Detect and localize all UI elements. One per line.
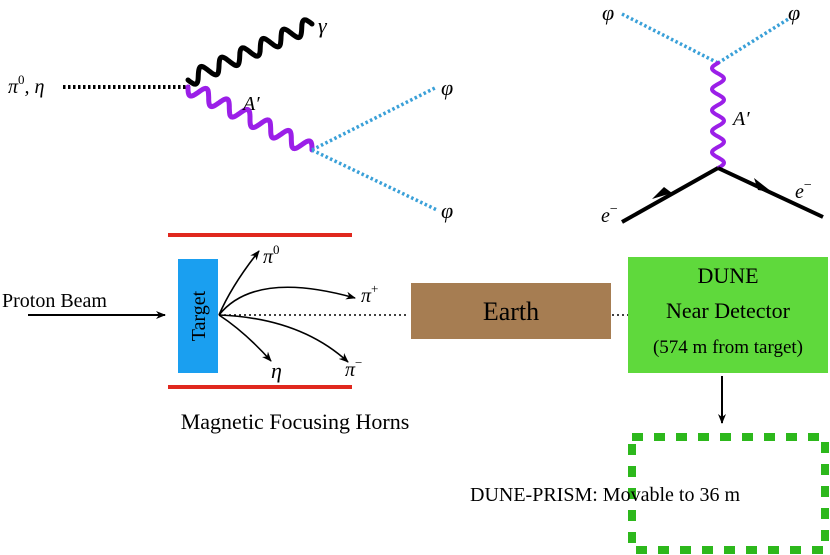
prism-label: DUNE-PRISM: Movable to 36 m bbox=[470, 484, 740, 506]
prism-dashed-box bbox=[628, 433, 829, 554]
pi0-trajectory bbox=[218, 250, 260, 316]
electron-line-in bbox=[621, 166, 719, 224]
feynman-right: φ φ A′ e− e− bbox=[601, 0, 824, 227]
phi-label-in-right: φ bbox=[602, 0, 614, 25]
pi-plus-trajectory bbox=[218, 286, 356, 316]
beamline: Proton Beam Target π0 π+ η π− Magnetic F… bbox=[2, 233, 829, 554]
eta-trajectory bbox=[218, 314, 272, 362]
electron-label-out: e− bbox=[795, 178, 812, 203]
detector-line3: (574 m from target) bbox=[653, 337, 803, 358]
phi-line-top-left bbox=[311, 85, 438, 152]
target-label: Target bbox=[188, 290, 210, 341]
initial-particle-label: π0, η bbox=[8, 72, 45, 98]
dark-photon-line-left bbox=[185, 84, 315, 153]
photon-label: γ bbox=[318, 13, 328, 38]
mediator-label-left: A′ bbox=[241, 93, 260, 115]
detector-line2: Near Detector bbox=[666, 298, 791, 323]
near-detector-block bbox=[628, 257, 828, 373]
phi-line-bottom-left bbox=[311, 148, 438, 212]
feynman-left: π0, η γ A′ φ φ bbox=[8, 13, 453, 223]
phi-line-out-right bbox=[717, 16, 791, 65]
electron-arrow-in bbox=[652, 187, 672, 199]
electron-label-in: e− bbox=[601, 202, 618, 227]
product-pi-minus-label: π− bbox=[345, 355, 362, 381]
earth-label: Earth bbox=[483, 297, 539, 326]
product-pi-plus-label: π+ bbox=[361, 281, 378, 307]
dark-photon-line-right bbox=[710, 61, 726, 170]
electron-arrow-out bbox=[754, 178, 772, 192]
electron-line-out bbox=[717, 166, 824, 219]
pi-minus-trajectory bbox=[218, 314, 349, 363]
phi-line-in-right bbox=[621, 12, 719, 65]
detector-line1: DUNE bbox=[697, 263, 758, 288]
product-pi0-label: π0 bbox=[263, 242, 280, 268]
horns-label: Magnetic Focusing Horns bbox=[181, 409, 410, 434]
phi-label-out-right: φ bbox=[788, 0, 800, 25]
mediator-label-right: A′ bbox=[731, 108, 750, 130]
phi-label-top-left: φ bbox=[441, 75, 453, 100]
earth-block bbox=[411, 283, 611, 339]
proton-beam-label: Proton Beam bbox=[2, 290, 107, 312]
target-block bbox=[178, 259, 218, 373]
photon-line bbox=[185, 17, 315, 87]
product-eta-label: η bbox=[271, 358, 282, 383]
phi-label-bottom-left: φ bbox=[441, 198, 453, 223]
